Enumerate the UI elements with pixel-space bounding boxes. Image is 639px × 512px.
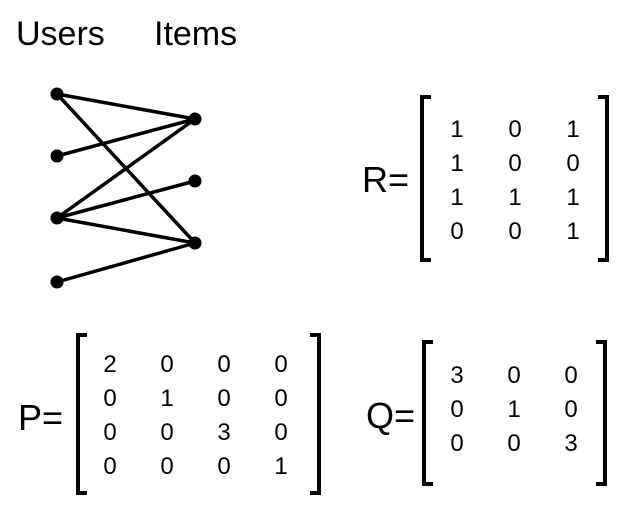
matrix-p-cell: 0: [103, 385, 117, 412]
node-i3: [188, 236, 202, 250]
matrix-r-left-bracket: [420, 95, 431, 262]
matrix-p-cell: 1: [274, 453, 288, 480]
matrix-p-cell: 3: [217, 419, 231, 446]
matrix-q-cell: 0: [564, 362, 578, 389]
matrix-r: 1 0 1 1 0 0 1 1 1 0 0 1: [420, 95, 609, 262]
matrix-r-cell: 1: [450, 184, 464, 211]
matrix-q-cell: 0: [564, 396, 578, 423]
matrix-p-right-bracket: [310, 333, 321, 495]
graph-nodes: [50, 87, 202, 289]
matrix-q-cell: 0: [450, 430, 464, 457]
matrix-r-right-bracket: [598, 95, 609, 262]
matrix-r-cell: 1: [508, 184, 522, 211]
matrix-p-cell: 0: [217, 453, 231, 480]
matrix-q: 3 0 0 0 1 0 0 0 3: [422, 340, 607, 486]
graph-edges: [55, 92, 197, 284]
matrix-r-cell: 0: [508, 116, 522, 143]
matrix-r-cell: 1: [566, 184, 580, 211]
matrix-r-cell: 0: [450, 218, 464, 245]
matrix-p-cell: 1: [160, 385, 174, 412]
node-i1: [188, 112, 202, 126]
matrix-r-cell: 1: [566, 116, 580, 143]
node-u4: [50, 275, 64, 289]
matrix-r-brackets: [420, 95, 609, 262]
matrix-p-cell: 0: [160, 351, 174, 378]
node-i2: [188, 174, 202, 188]
matrix-q-cell: 3: [450, 362, 464, 389]
matrix-p-cell: 2: [103, 351, 117, 378]
matrix-p-cell: 0: [274, 385, 288, 412]
node-u2: [50, 149, 64, 163]
matrix-p-cell: 0: [274, 419, 288, 446]
matrix-r-cell: 1: [566, 218, 580, 245]
matrix-r-cell: 0: [566, 150, 580, 177]
edge-u3-i1: [55, 117, 197, 220]
node-u3: [50, 211, 64, 225]
edge-u3-i2: [55, 179, 197, 220]
matrix-q-cell: 3: [564, 430, 578, 457]
matrix-p-cell: 0: [103, 453, 117, 480]
matrix-q-cell: 0: [507, 362, 521, 389]
items-heading: Items: [154, 15, 238, 53]
matrix-q-left-bracket: [422, 340, 433, 486]
matrix-r-cell: 0: [508, 150, 522, 177]
edge-u3-i3: [55, 216, 197, 245]
matrix-p-cell: 0: [217, 385, 231, 412]
users-heading: Users: [16, 15, 105, 53]
matrix-q-brackets: [422, 340, 607, 486]
matrix-p-cell: 0: [274, 351, 288, 378]
matrix-p-left-bracket: [76, 333, 87, 495]
matrix-r-cell: 1: [450, 150, 464, 177]
matrix-r-cell: 0: [508, 218, 522, 245]
node-u1: [50, 87, 64, 101]
matrix-q-label: Q=: [366, 395, 416, 436]
matrix-p-label: P=: [18, 397, 64, 438]
matrix-q-right-bracket: [596, 340, 607, 486]
matrix-p-cell: 0: [160, 453, 174, 480]
edge-u4-i3: [55, 241, 197, 284]
matrix-p-cell: 0: [103, 419, 117, 446]
edge-u2-i1: [55, 117, 197, 158]
matrix-p-cell: 0: [160, 419, 174, 446]
matrix-q-cell: 0: [507, 430, 521, 457]
matrix-p: 2 0 0 0 0 1 0 0 0 0 3 0 0 0 0 1: [76, 333, 321, 495]
matrix-p-cell: 0: [217, 351, 231, 378]
matrix-p-brackets: [76, 333, 321, 495]
matrix-q-cell: 0: [450, 396, 464, 423]
edge-u1-i1: [55, 92, 197, 121]
matrix-r-label: R=: [362, 159, 410, 200]
matrix-q-cell: 1: [507, 396, 521, 423]
matrix-r-cell: 1: [450, 116, 464, 143]
